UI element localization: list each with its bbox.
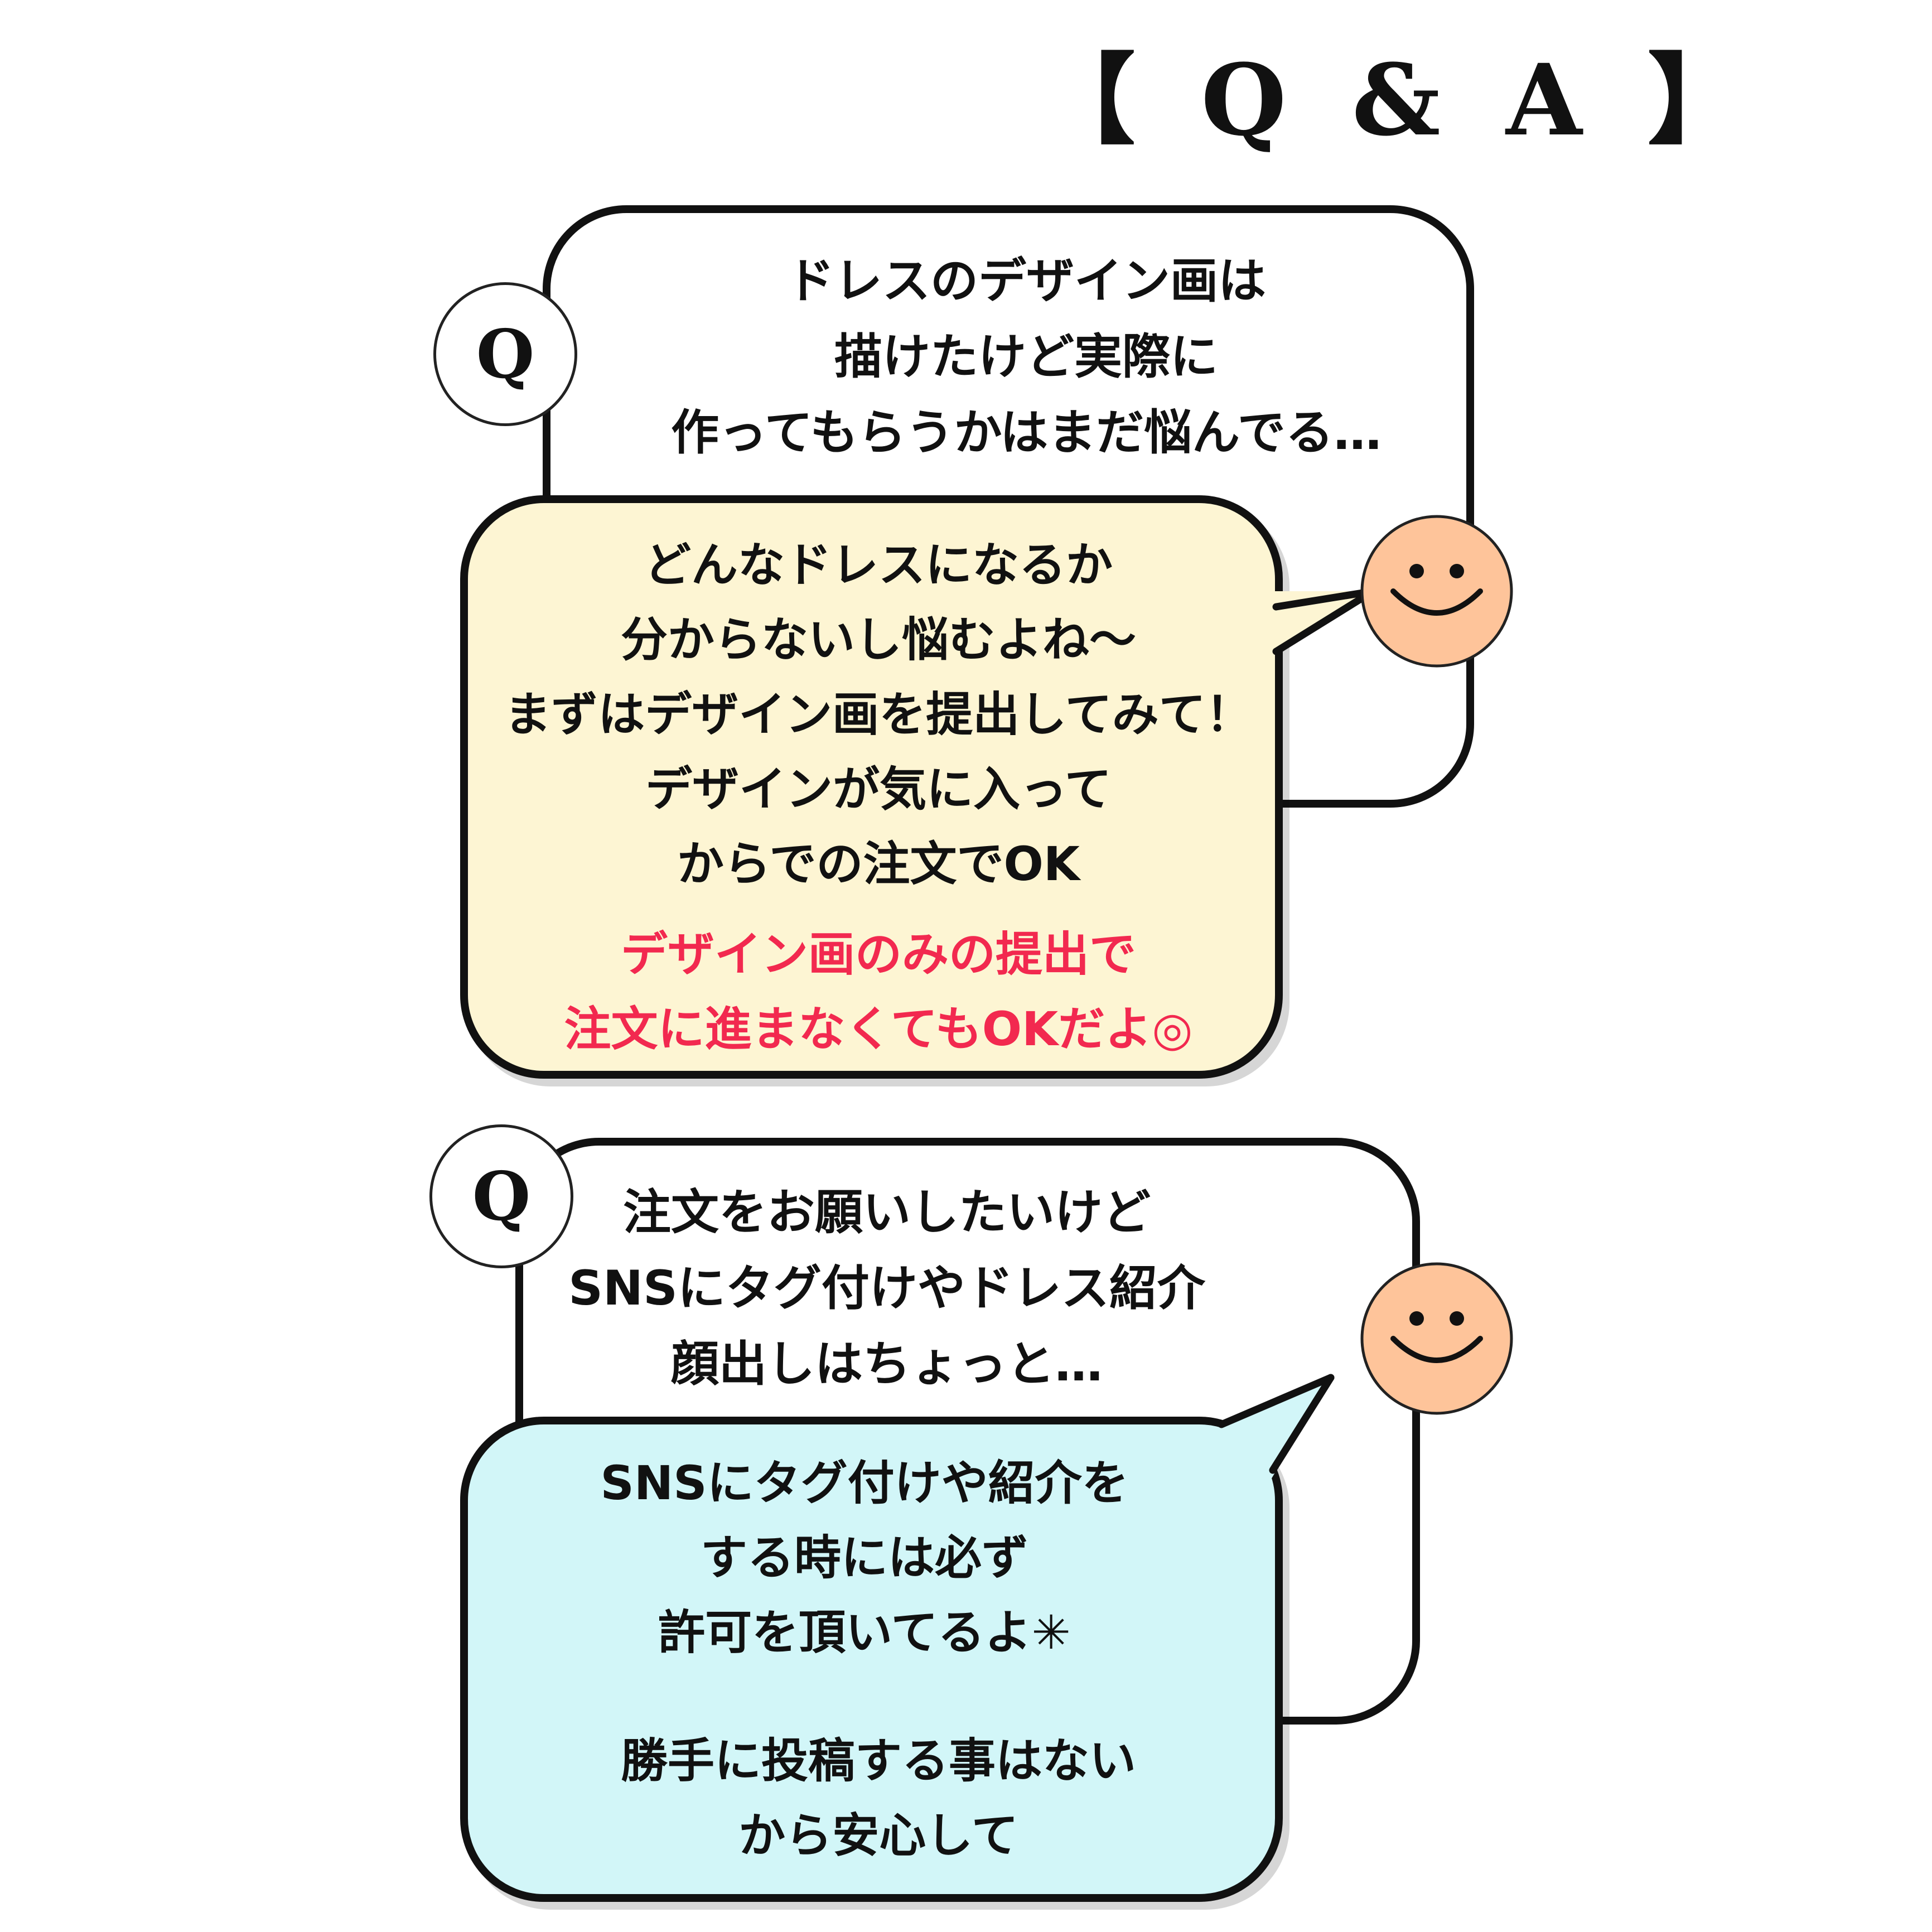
answer-line: からでの注文でOK — [677, 837, 1080, 891]
highlight-line: デザイン画のみの提出で — [620, 927, 1136, 982]
q-marker-1: Q — [433, 282, 577, 426]
question-line: 描けたけど実際に — [834, 329, 1218, 385]
question-line: ドレスのデザイン画は — [786, 253, 1266, 309]
question-line: 作ってもらうかはまだ悩んでる… — [671, 405, 1382, 461]
answer-highlight-1: デザイン画のみの提出で 注文に進まなくてもOKだよ◎ — [474, 917, 1283, 1066]
smiley-face-icon — [1360, 515, 1513, 668]
page-title: 【 Q & A 】 — [1037, 42, 1761, 158]
answer-text-1: どんなドレスになるか 分からないし悩むよね〜 まずはデザイン画を提出してみて！ … — [474, 528, 1283, 901]
smiley-face-icon — [1360, 1262, 1513, 1415]
question-line: 注文をお願いしたいけど — [623, 1185, 1151, 1240]
answer-line: SNSにタグ付けや紹介を — [600, 1456, 1129, 1510]
answer-text-2: SNSにタグ付けや紹介を する時には必ず 許可を頂いてるよ✳︎ — [502, 1446, 1227, 1670]
answer-line: 勝手に投稿する事はない — [620, 1733, 1136, 1788]
q-marker-2: Q — [429, 1124, 573, 1268]
speech-tail-2 — [1218, 1374, 1335, 1480]
question-line: SNSにタグ付けやドレス紹介 — [568, 1260, 1205, 1316]
q-marker-label: Q — [476, 315, 535, 394]
answer-extra-2: 勝手に投稿する事はない から安心して — [474, 1723, 1283, 1873]
answer-line: まずはデザイン画を提出してみて！ — [504, 687, 1253, 742]
q-marker-label: Q — [472, 1157, 531, 1236]
highlight-line: 注文に進まなくてもOKだよ◎ — [564, 1002, 1193, 1056]
answer-line: 許可を頂いてるよ✳︎ — [658, 1605, 1071, 1660]
question-line: 顔出しはちょっと… — [671, 1336, 1103, 1392]
answer-line: から安心して — [738, 1808, 1018, 1863]
speech-tail-1 — [1272, 587, 1376, 655]
question-text-1: ドレスのデザイン画は 描けたけど実際に 作ってもらうかはまだ悩んでる… — [591, 243, 1461, 471]
answer-line: する時には必ず — [700, 1530, 1028, 1585]
answer-box-1 — [460, 495, 1283, 1079]
question-text-2: 注文をお願いしたいけど SNSにタグ付けやドレス紹介 顔出しはちょっと… — [535, 1175, 1238, 1402]
answer-line: 分からないし悩むよね〜 — [620, 612, 1136, 667]
answer-box-2 — [460, 1417, 1283, 1902]
answer-line: デザインが気に入って — [645, 762, 1112, 817]
answer-line: どんなドレスになるか — [644, 538, 1113, 592]
